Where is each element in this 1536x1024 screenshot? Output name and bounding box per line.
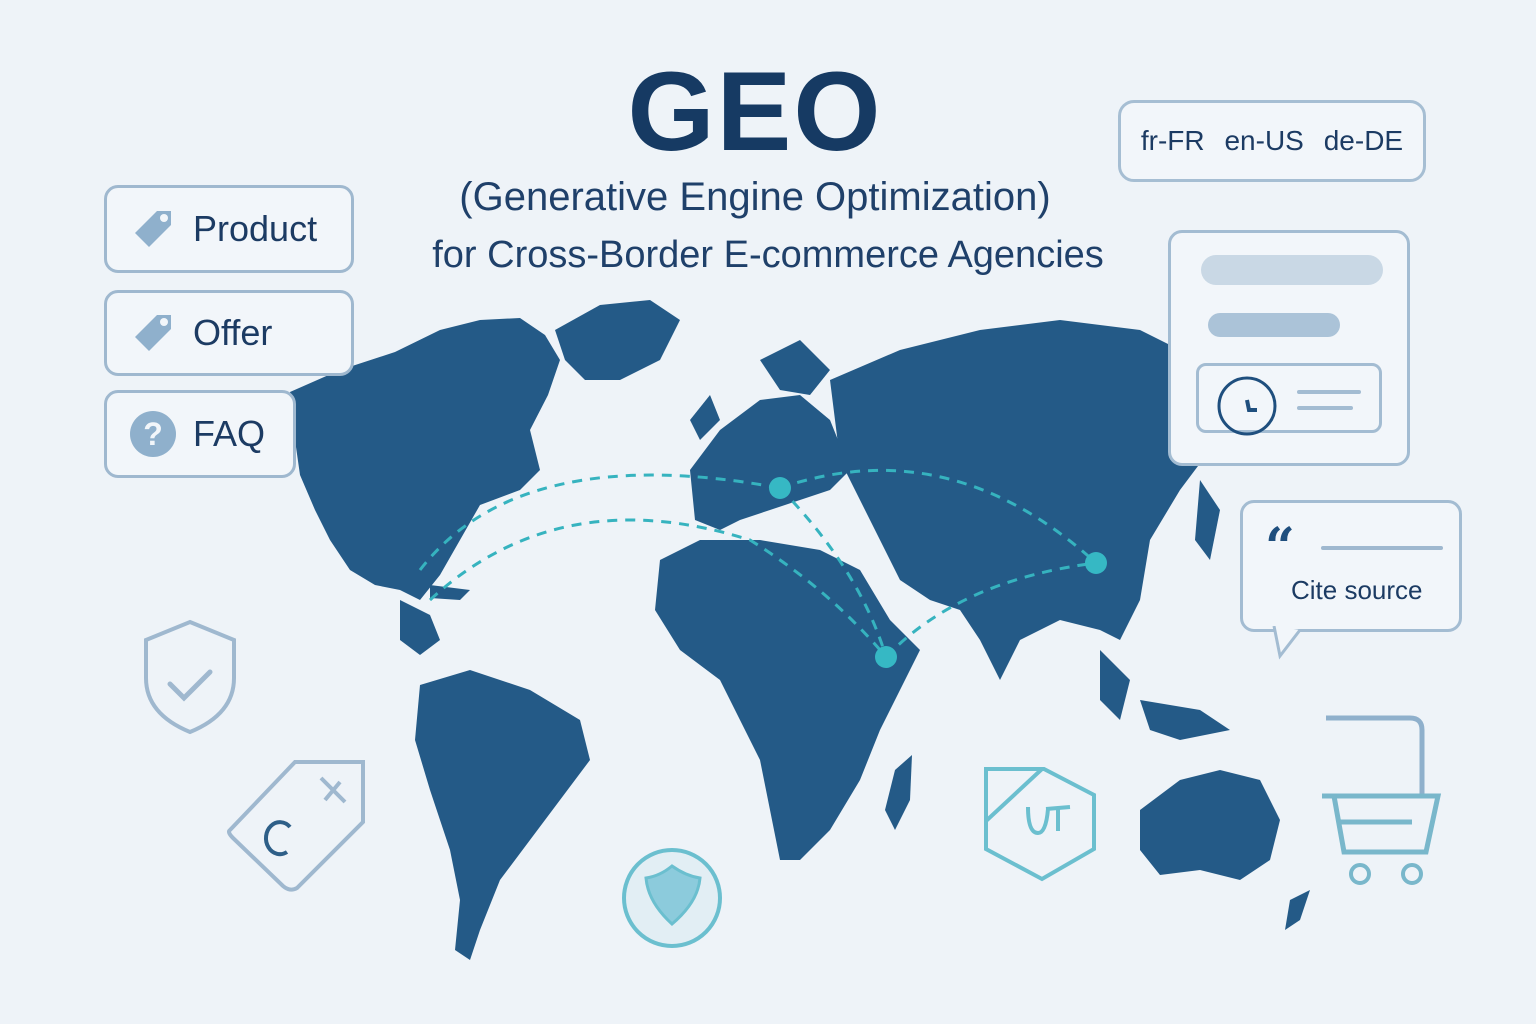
tag-icon — [135, 211, 171, 247]
shopping-cart-icon — [1322, 715, 1442, 885]
page-tagline: for Cross-Border E-commerce Agencies — [432, 234, 1104, 276]
page-subtitle: (Generative Engine Optimization) — [459, 175, 1051, 219]
svg-text:?: ? — [143, 416, 163, 452]
text-line — [1321, 546, 1443, 550]
clock-row — [1196, 363, 1382, 436]
shield-check-icon — [144, 619, 236, 735]
clock-icon — [1217, 376, 1277, 436]
placeholder-bar — [1201, 255, 1383, 285]
tag-icon — [135, 315, 171, 351]
placeholder-bar — [1208, 313, 1340, 337]
chip-label: FAQ — [193, 413, 266, 454]
text-line — [1297, 390, 1361, 394]
chip-offer[interactable]: Offer — [104, 290, 354, 376]
shield-badge-icon — [622, 848, 722, 948]
locale-de[interactable]: de-DE — [1323, 125, 1404, 156]
hexagon-tag-icon — [984, 767, 1096, 882]
question-circle-icon: ? — [130, 411, 176, 457]
chip-faq[interactable]: ? FAQ — [104, 390, 296, 478]
locale-fr[interactable]: fr-FR — [1140, 125, 1205, 156]
chip-product[interactable]: Product — [104, 185, 354, 273]
answer-card — [1168, 230, 1410, 466]
text-line — [1297, 406, 1353, 410]
price-tag-icon — [227, 760, 365, 892]
cite-source-bubble: “ Cite source — [1240, 500, 1462, 632]
bubble-tail — [1272, 626, 1302, 660]
page-title: GEO — [627, 49, 883, 174]
quote-icon: “ — [1265, 517, 1295, 578]
locale-en[interactable]: en-US — [1224, 125, 1304, 156]
chip-label: Offer — [193, 312, 273, 353]
chip-label: Product — [193, 208, 318, 249]
cite-label: Cite source — [1291, 575, 1423, 605]
locale-selector: fr-FR en-US de-DE — [1118, 100, 1426, 182]
